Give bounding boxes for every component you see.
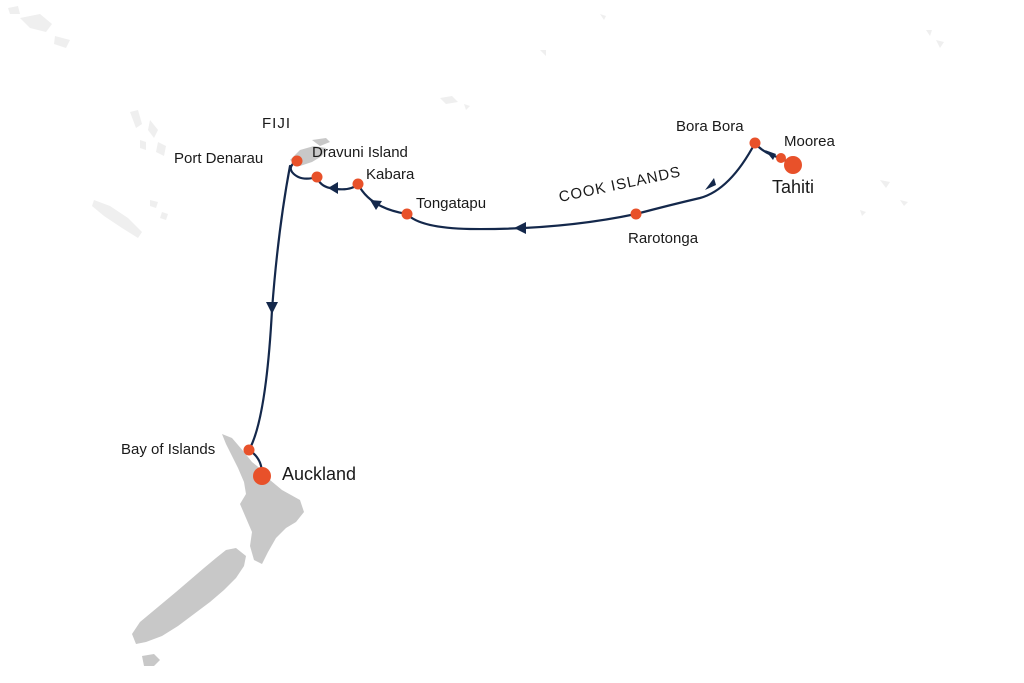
- port-label-moorea: Moorea: [784, 133, 836, 150]
- new-zealand-south-island: [132, 548, 246, 644]
- port-label-tongatapu: Tongatapu: [416, 195, 486, 212]
- route-leg-rarotonga-tongatapu: [405, 212, 638, 231]
- port-label-rarotonga: Rarotonga: [628, 230, 699, 247]
- port-marker-bora-bora[interactable]: [749, 137, 761, 149]
- loyalty-islands: [150, 200, 168, 220]
- route-arrows: [266, 150, 776, 314]
- labels: FIJI COOK ISLANDS Tahiti Moorea Bora Bor…: [121, 115, 836, 484]
- port-label-bay-of-islands: Bay of Islands: [121, 441, 215, 458]
- port-marker-rarotonga[interactable]: [630, 208, 642, 220]
- region-label-fiji: FIJI: [262, 115, 291, 132]
- background-islands: [8, 6, 944, 238]
- port-marker-port-denarau[interactable]: [291, 155, 303, 167]
- route-leg-tongatapu-kabara: [356, 182, 409, 216]
- stewart-island: [142, 654, 160, 666]
- region-label-cook-islands: COOK ISLANDS: [557, 163, 682, 206]
- route-leg-bora-bora-rarotonga: [634, 141, 757, 216]
- arrow-icon: [514, 222, 526, 234]
- new-caledonia: [92, 200, 142, 238]
- cruise-route: [247, 141, 795, 476]
- arrow-icon: [266, 302, 278, 314]
- port-label-port-denarau: Port Denarau: [174, 150, 263, 167]
- tuamotu-islands: [860, 180, 908, 216]
- ports: [243, 137, 802, 485]
- port-marker-moorea[interactable]: [776, 153, 786, 163]
- arrow-icon: [705, 178, 716, 190]
- marquesas-islands: [926, 30, 944, 48]
- port-marker-kabara[interactable]: [352, 178, 364, 190]
- tokelau-islands: [540, 14, 606, 56]
- port-marker-dravuni-island[interactable]: [311, 171, 323, 183]
- vanuatu-islands: [130, 110, 166, 156]
- port-label-auckland: Auckland: [282, 464, 356, 484]
- port-label-dravuni-island: Dravuni Island: [312, 144, 408, 161]
- port-marker-tongatapu[interactable]: [401, 208, 413, 220]
- port-marker-auckland[interactable]: [253, 467, 271, 485]
- arrow-icon: [370, 200, 382, 210]
- solomon-islands: [8, 6, 70, 48]
- port-marker-bay-of-islands[interactable]: [243, 444, 255, 456]
- port-marker-tahiti[interactable]: [784, 156, 802, 174]
- arrow-icon: [328, 182, 338, 194]
- port-label-kabara: Kabara: [366, 166, 415, 183]
- samoa-islands: [440, 96, 470, 110]
- port-label-bora-bora: Bora Bora: [676, 118, 744, 135]
- port-label-tahiti: Tahiti: [772, 177, 814, 197]
- new-zealand-north-island: [222, 434, 304, 564]
- arrow-icon: [765, 150, 776, 160]
